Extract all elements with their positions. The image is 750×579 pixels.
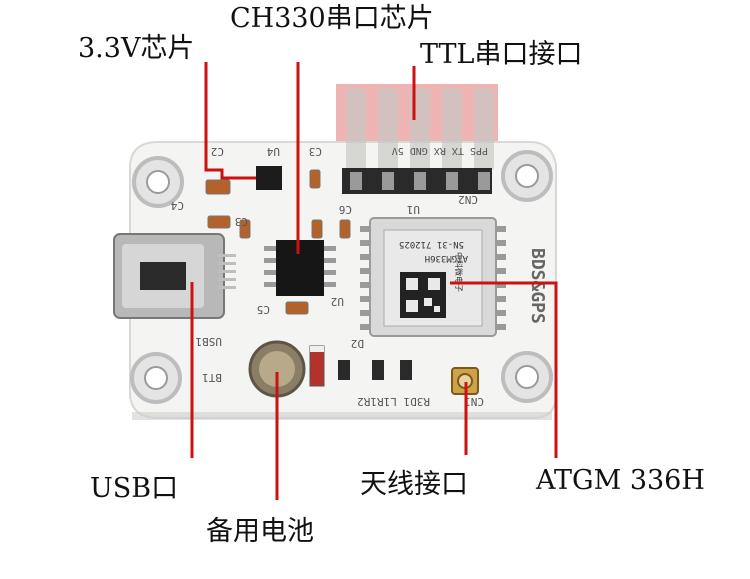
silk-pins: PPS TX RX GND 5V [392,145,488,156]
label-usb-port: USB口 [90,473,179,504]
ttl-header-pins [342,88,494,194]
ch330-chip [264,240,336,296]
silk-u1: U1 [407,203,420,216]
atgm-module [360,217,506,337]
capacitor [309,169,321,189]
capacitor [239,219,251,239]
label-ttl-interface: TTL串口接口 [420,39,583,70]
silk-c6: C6 [339,203,352,216]
leader-lines [190,62,558,500]
silk-d2: D2 [351,337,364,350]
label-3v3-chip: 3.3V芯片 [78,33,195,64]
label-backup-battery: 备用电池 [206,516,314,547]
silk-cn2: CN2 [458,193,478,206]
silk-c4: C4 [170,199,184,212]
module-text-3: 5N-31 712025 [399,239,464,249]
label-antenna-port: 天线接口 [360,469,468,500]
resistor [338,360,350,380]
capacitor [207,215,231,229]
label-atgm-module: ATGM 336H [536,465,705,496]
module-text-2: 中科微电子 [454,252,464,292]
leader-line-3v3 [204,62,256,180]
ldo-3v3-chip [256,166,282,190]
backup-battery [248,340,306,398]
silk-r3d1: R3D1 L1R1R2 [357,395,430,408]
capacitor [339,219,351,239]
mounting-hole [130,352,182,404]
silk-u4: U4 [266,145,280,158]
silk-brand: BDS&GPS [527,248,548,324]
resistor [400,360,412,380]
silk-cn1: CN1 [464,395,484,408]
silk-u2: U2 [331,295,344,308]
usb-connector [113,233,236,319]
mounting-hole [501,150,553,202]
mounting-hole [501,351,553,403]
module-text-1: ATGM336H [425,253,468,263]
resistor [372,360,384,380]
leader-line-atgm [450,281,558,458]
label-ch330-chip: CH330串口芯片 [230,3,434,34]
silk-bt1: BT1 [202,371,222,384]
silk-c2: C2 [211,145,224,158]
silk-c3-top: C3 [309,145,322,158]
capacitor [285,301,309,315]
silk-c5: C5 [257,303,270,316]
capacitor [311,219,323,239]
silk-usb1: USB1 [196,335,223,348]
capacitor [205,179,231,195]
mounting-hole [132,156,184,208]
silk-c3: C3 [235,215,248,228]
